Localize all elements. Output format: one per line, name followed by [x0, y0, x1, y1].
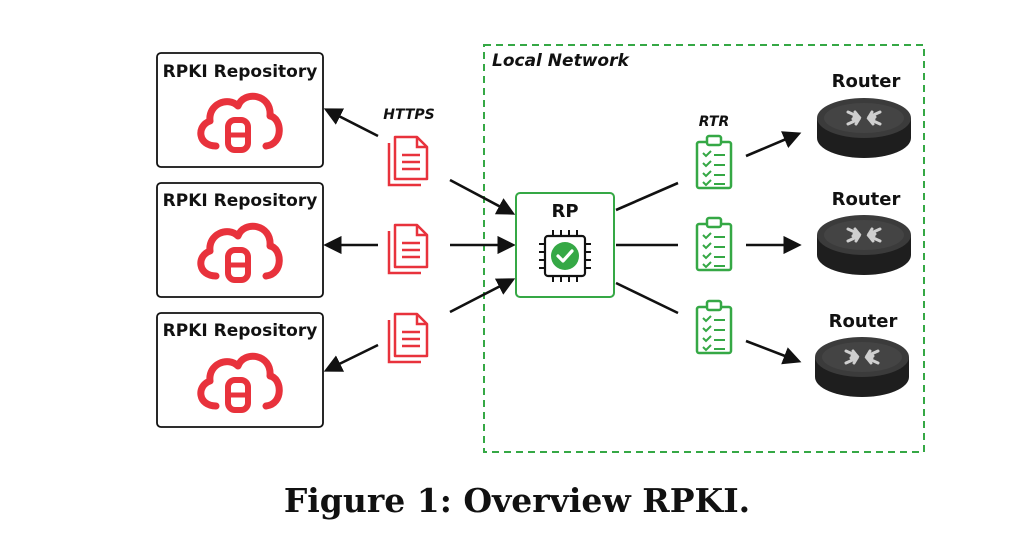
document-icon [387, 223, 429, 275]
document-icon [387, 135, 429, 187]
document-icon [387, 312, 429, 364]
checklist-clipboard-icon [695, 299, 733, 355]
checklist-clipboard-icon [695, 134, 733, 190]
router-label: Router [832, 189, 901, 210]
rp-label: RP [551, 201, 578, 222]
https-label: HTTPS [383, 107, 434, 123]
router-icon [813, 335, 911, 399]
repository-label: RPKI Repository [163, 191, 318, 211]
rtr-label: RTR [699, 114, 729, 130]
checklist-clipboard-icon [695, 216, 733, 272]
local-network-label: Local Network [492, 51, 630, 71]
line-rp-to-rtr-1 [615, 181, 679, 212]
router-label: Router [829, 311, 898, 332]
line-rp-to-rtr-3 [615, 281, 679, 315]
rpki-repository-3: RPKI Repository [156, 312, 324, 428]
router-2: Router [815, 189, 913, 277]
router-icon [815, 213, 913, 277]
router-1: Router [815, 71, 913, 160]
repository-label: RPKI Repository [163, 62, 318, 82]
local-network-boundary [483, 44, 925, 453]
repository-label: RPKI Repository [163, 321, 318, 341]
arrow-to-router-3 [745, 339, 802, 365]
arrow-to-rp-1 [449, 178, 516, 215]
router-label: Router [832, 71, 901, 92]
chip-check-icon [539, 230, 591, 282]
rpki-repository-1: RPKI Repository [156, 52, 324, 168]
arrow-to-repository-3 [323, 343, 379, 372]
arrow-to-router-1 [745, 131, 802, 158]
arrow-to-repository-1 [323, 108, 379, 138]
rpki-repository-2: RPKI Repository [156, 182, 324, 298]
router-icon [815, 96, 913, 160]
router-3: Router [813, 311, 911, 399]
relying-party: RP [515, 192, 615, 298]
arrow-to-rp-3 [449, 278, 516, 314]
figure-caption: Figure 1: Overview RPKI. [284, 481, 750, 520]
